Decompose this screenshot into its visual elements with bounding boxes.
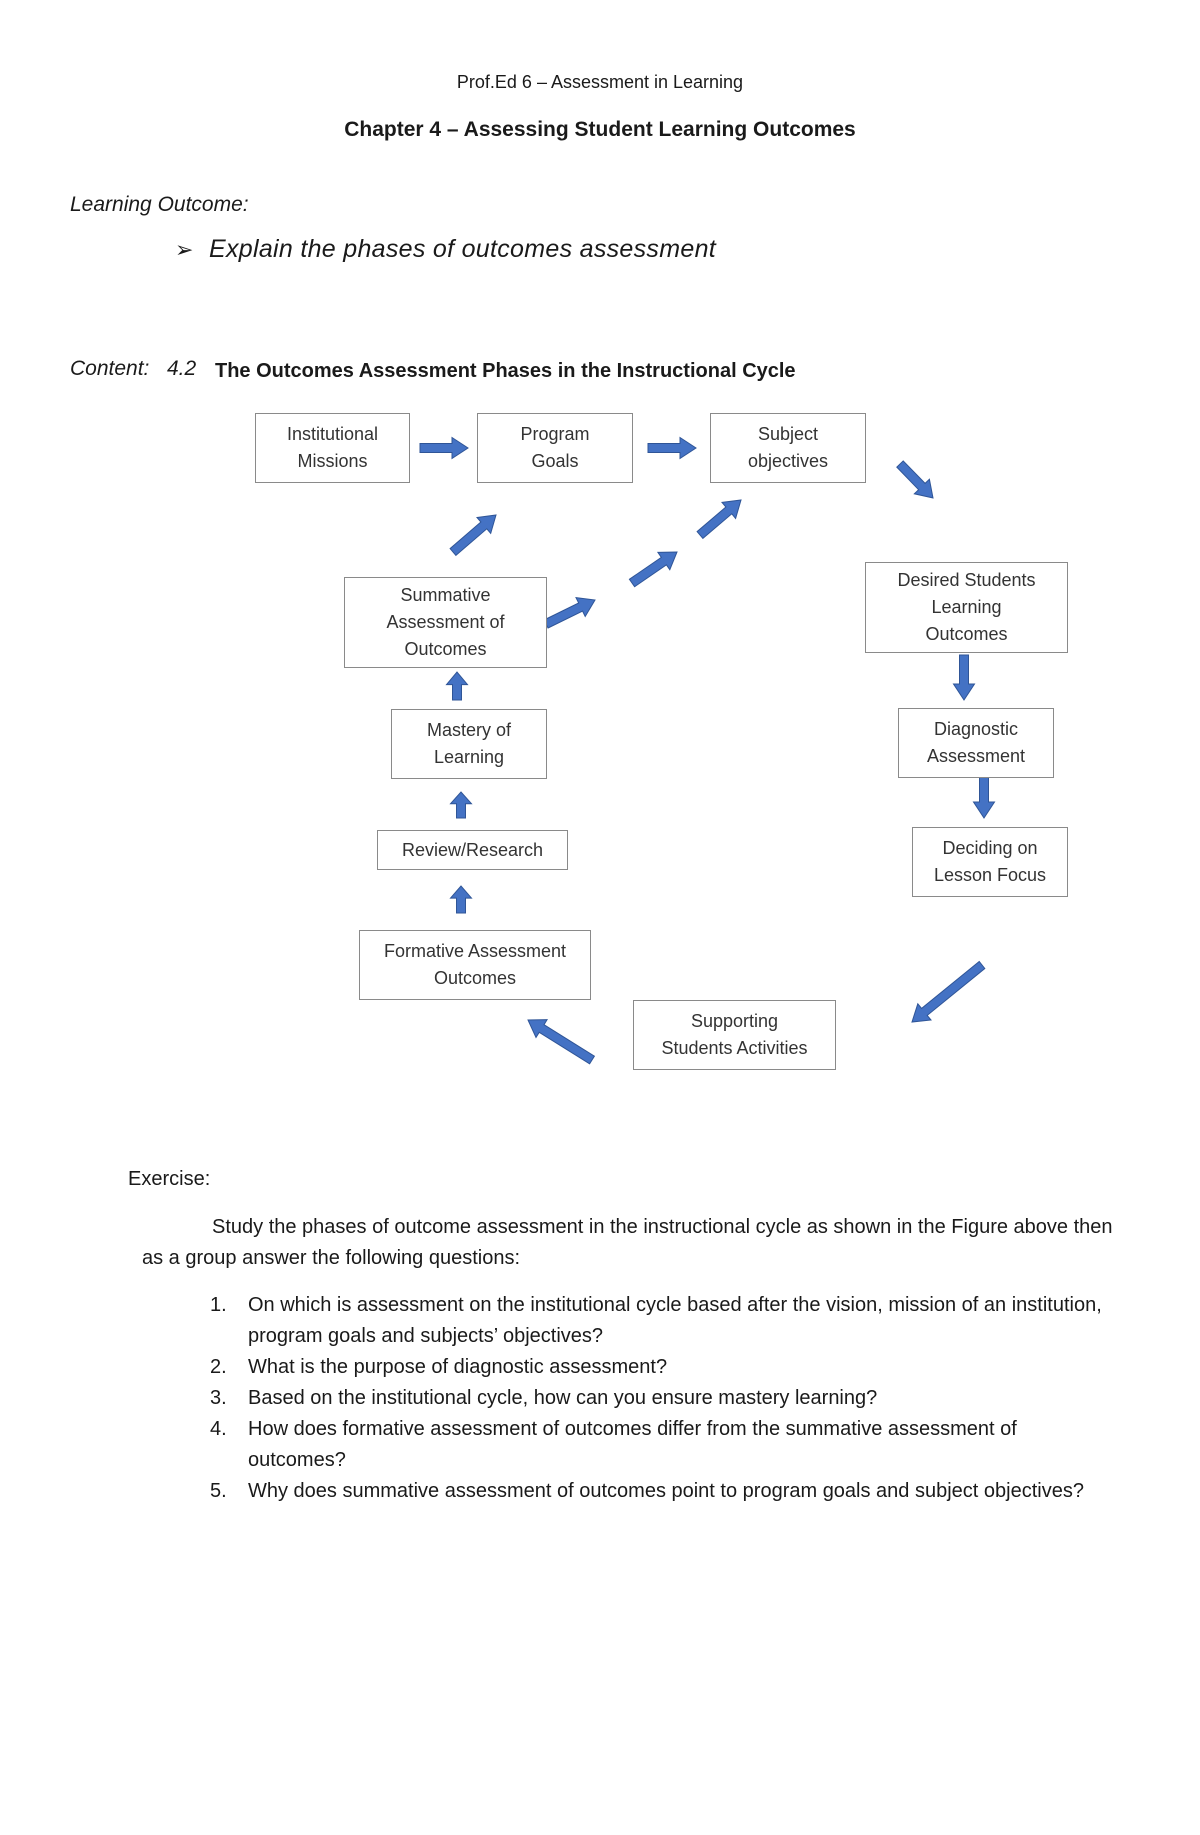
question-text: What is the purpose of diagnostic assess… [248, 1356, 668, 1378]
arrow-lesson-focus-to-supporting-icon [911, 960, 986, 1023]
node-label-line: Desired Students [897, 570, 1036, 590]
node-label-line: Program [520, 424, 590, 444]
arrow-goals-to-objectives-icon [647, 436, 697, 460]
node-label-line: Subject [757, 424, 819, 444]
node-label-line: Assessment [926, 746, 1026, 766]
question-number: 1. [210, 1294, 227, 1316]
question-item: 5. Why does summative assessment of outco… [210, 1476, 1110, 1507]
course-title: Prof.Ed 6 – Assessment in Learning [456, 72, 744, 92]
node-label-line: Outcomes [925, 624, 1008, 644]
exercise-instructions: Study the phases of outcome assessment i… [142, 1216, 1113, 1269]
node-label-line: Assessment of [386, 612, 505, 632]
node-label-line: Deciding on [942, 838, 1038, 858]
node-label-line: Mastery of [426, 720, 512, 740]
node-mastery-learning: Mastery of Learning [391, 709, 547, 779]
chapter-title: Chapter 4 – Assessing Student Learning O… [344, 118, 856, 141]
arrow-summative-to-objectives-3-icon [696, 499, 742, 540]
arrow-diagnostic-to-lesson-focus-icon [972, 774, 996, 819]
cycle-arrows [419, 436, 996, 1065]
content-label: Content: [70, 357, 150, 380]
arrow-summative-to-objectives-1-icon [543, 596, 596, 629]
question-text: Why does summative assessment of outcome… [248, 1480, 1084, 1502]
node-label-line: Outcomes [404, 639, 487, 659]
node-label-line: Outcomes [433, 968, 517, 988]
arrow-review-to-mastery-icon [449, 791, 473, 819]
node-deciding-lesson-focus: Deciding on Lesson Focus [912, 827, 1068, 897]
learning-outcome-item: ➢ Explain the phases of outcomes assessme… [175, 235, 716, 264]
exercise-label: Exercise: [128, 1168, 211, 1190]
node-label-line: Review/Research [401, 839, 544, 860]
content-title: The Outcomes Assessment Phases in the In… [215, 360, 796, 382]
arrow-desired-to-diagnostic-icon [952, 654, 976, 701]
question-text: On which is assessment on the institutio… [248, 1294, 1102, 1347]
arrow-supporting-to-formative-icon [527, 1019, 596, 1065]
question-item: 3. Based on the institutional cycle, how … [210, 1383, 1110, 1414]
node-subject-objectives: Subject objectives [710, 413, 866, 483]
question-item: 1. On which is assessment on the institut… [210, 1290, 1110, 1352]
question-text: Based on the institutional cycle, how ca… [248, 1387, 878, 1409]
node-label-line: Summative [400, 585, 491, 605]
arrow-summative-to-goals-icon [449, 514, 497, 557]
node-label-line: Formative Assessment [383, 941, 567, 961]
question-number: 5. [210, 1480, 227, 1502]
learning-outcome-label: Learning Outcome: [70, 193, 249, 216]
node-label-line: objectives [747, 451, 829, 471]
question-number: 3. [210, 1387, 227, 1409]
node-review-research: Review/Research [377, 830, 568, 870]
question-number: 2. [210, 1356, 227, 1378]
learning-outcome-text: Explain the phases of outcomes assessmen… [209, 235, 717, 263]
node-label-line: Goals [531, 451, 579, 471]
question-item: 2. What is the purpose of diagnostic asse… [210, 1352, 1110, 1383]
node-label-line: Lesson Focus [933, 865, 1047, 885]
arrow-mastery-to-summative-icon [445, 671, 469, 701]
arrow-objectives-to-desired-icon [896, 460, 934, 499]
content-section-number: 4.2 [167, 357, 197, 380]
question-number: 4. [210, 1418, 227, 1440]
arrow-summative-to-objectives-2-icon [628, 551, 678, 588]
arrow-formative-to-review-icon [449, 885, 473, 914]
node-label-line: Learning [931, 597, 1002, 617]
node-label-line: Diagnostic [933, 719, 1019, 739]
node-label-line: Missions [297, 451, 368, 471]
arrowhead-bullet-icon: ➢ [175, 237, 194, 262]
arrow-missions-to-goals-icon [419, 436, 469, 460]
question-text: How does formative assessment of outcome… [248, 1418, 1017, 1471]
node-label-line: Learning [433, 747, 505, 767]
node-label-line: Students Activities [661, 1038, 808, 1058]
question-item: 4. How does formative assessment of outco… [210, 1414, 1110, 1476]
node-label-line: Institutional [286, 424, 379, 444]
question-list: 1. On which is assessment on the institut… [210, 1290, 1110, 1507]
node-label-line: Supporting [690, 1011, 779, 1031]
